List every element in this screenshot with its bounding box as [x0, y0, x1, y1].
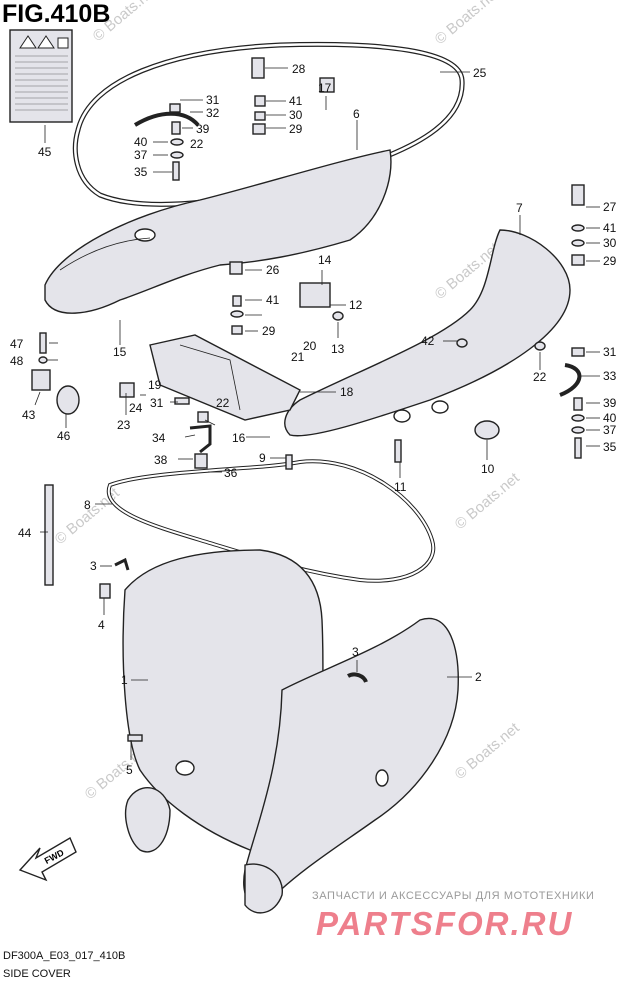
warning-label-part [9, 29, 73, 123]
callout-4: 4 [98, 618, 105, 632]
callout-23: 23 [117, 418, 131, 432]
callout-36: 36 [224, 466, 238, 480]
callout-14: 14 [318, 253, 332, 267]
side-cover-7-part [284, 229, 571, 437]
callout-28: 28 [292, 62, 306, 76]
callout-39: 39 [196, 122, 210, 136]
small-hardware [31, 57, 585, 742]
figure-title: FIG.410B [2, 0, 111, 28]
callout-17: 17 [318, 81, 332, 95]
callout-29: 29 [289, 122, 303, 136]
callout-31b: 31 [603, 345, 617, 359]
callout-19: 19 [148, 378, 162, 392]
callout-27: 27 [603, 200, 617, 214]
callout-labels: 28 25 17 31 32 39 40 22 37 35 41 30 29 6… [10, 62, 617, 777]
callout-21: 21 [291, 350, 305, 364]
callout-5: 5 [126, 763, 133, 777]
callout-41c: 41 [266, 293, 280, 307]
watermark: © Boats.net [432, 0, 504, 48]
callout-7: 7 [516, 201, 523, 215]
callout-22b: 22 [533, 370, 547, 384]
callout-2: 2 [475, 670, 482, 684]
callout-32: 32 [206, 106, 220, 120]
callout-9: 9 [259, 451, 266, 465]
callout-38: 38 [154, 453, 168, 467]
callout-47: 47 [10, 337, 24, 351]
lower-side-cover-2-part [243, 617, 459, 906]
callout-37: 37 [134, 148, 148, 162]
callout-30b: 30 [603, 236, 617, 250]
callout-34: 34 [152, 431, 166, 445]
callout-12: 12 [349, 298, 363, 312]
callout-48: 48 [10, 354, 24, 368]
callout-16: 16 [232, 431, 246, 445]
callout-45: 45 [38, 145, 52, 159]
watermark: © Boats.net [90, 0, 162, 45]
callout-40: 40 [134, 135, 148, 149]
leader-lines [34, 67, 600, 760]
callout-29b: 29 [603, 254, 617, 268]
callout-42: 42 [421, 334, 435, 348]
callout-22c: 22 [216, 396, 230, 410]
callout-37b: 37 [603, 423, 617, 437]
callout-31c: 31 [150, 396, 164, 410]
callout-44: 44 [18, 526, 32, 540]
callout-8: 8 [84, 498, 91, 512]
bracket-18-part [149, 334, 301, 421]
model-code: DF300A_E03_017_410B [3, 950, 126, 962]
callout-3b: 3 [352, 645, 359, 659]
callout-29c: 29 [262, 324, 276, 338]
callout-13: 13 [331, 342, 345, 356]
callout-1: 1 [121, 673, 128, 687]
callout-22: 22 [190, 137, 204, 151]
diagram-caption: SIDE COVER [3, 968, 71, 980]
callout-46: 46 [57, 429, 71, 443]
callout-35: 35 [134, 165, 148, 179]
shop-tagline: ЗАПЧАСТИ И АКСЕССУАРЫ ДЛЯ МОТОТЕХНИКИ [312, 890, 595, 902]
watermark: © Boats.net [452, 469, 524, 533]
watermark: © Boats.net [52, 484, 124, 548]
callout-26: 26 [266, 263, 280, 277]
callout-39b: 39 [603, 396, 617, 410]
callout-15: 15 [113, 345, 127, 359]
callout-6: 6 [353, 107, 360, 121]
callout-43: 43 [22, 408, 36, 422]
callout-35b: 35 [603, 440, 617, 454]
callout-3a: 3 [90, 559, 97, 573]
upper-side-cover-part [44, 149, 392, 314]
callout-41: 41 [289, 94, 303, 108]
callout-11: 11 [394, 480, 407, 494]
fwd-direction-arrow: FWD [18, 836, 77, 882]
callout-41b: 41 [603, 221, 617, 235]
callout-40b: 40 [603, 411, 617, 425]
callout-33: 33 [603, 369, 617, 383]
callout-24: 24 [129, 401, 143, 415]
callout-18: 18 [340, 385, 354, 399]
watermark: © Boats.net [452, 719, 524, 783]
callout-31: 31 [206, 93, 220, 107]
shop-logo[interactable]: PARTSFOR.RU [316, 905, 574, 942]
callout-20: 20 [303, 339, 317, 353]
callout-10: 10 [481, 462, 495, 476]
callout-25: 25 [473, 66, 487, 80]
callout-30: 30 [289, 108, 303, 122]
